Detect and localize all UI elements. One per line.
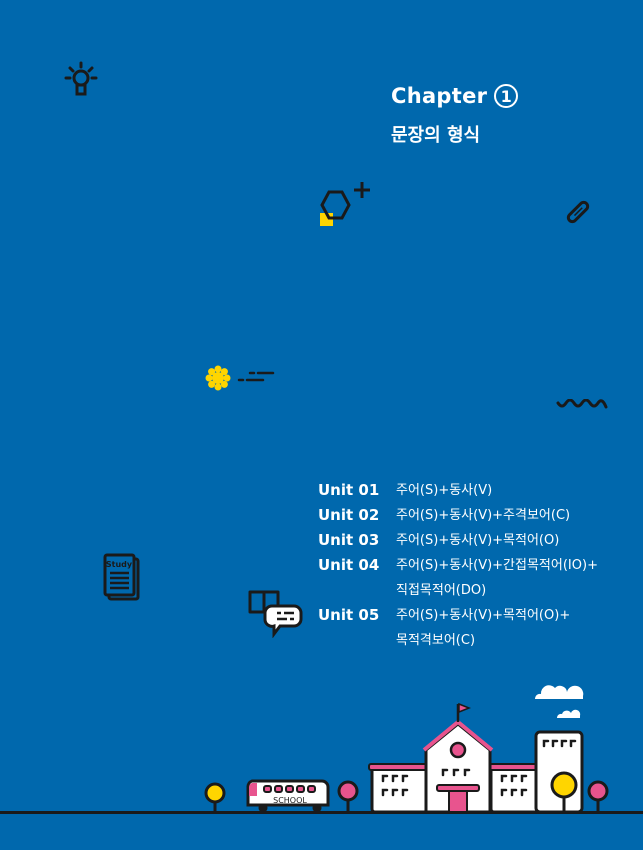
bus-text: SCHOOL [273,796,307,805]
chapter-title: 문장의 형식 [391,125,481,146]
study-document-icon: Study [103,553,140,601]
unit-desc: 주어(S)+동사(V)+목적어(O)+ [396,608,571,623]
unit-label: Unit 05 [318,606,380,624]
cloud-icon [534,685,584,718]
asterisk-dash-icon [205,365,275,391]
chapter-label: Chapter [391,84,488,108]
hexagon-plus-icon [320,182,370,226]
unit-desc: 주어(S)+동사(V) [396,483,493,498]
unit-list: Unit 01 주어(S)+동사(V) Unit 02 주어(S)+동사(V)+… [318,478,616,653]
unit-label: Unit 04 [318,556,380,574]
unit-item: Unit 03 주어(S)+동사(V)+목적어(O) [318,528,616,553]
book-chat-icon [248,590,303,638]
unit-desc: 직접목적어(DO) [396,583,487,598]
school-bus-icon: SCHOOL [246,779,330,813]
unit-label: Unit 03 [318,531,380,549]
pencil-icon [566,200,590,224]
chapter-number: 1 [494,84,519,108]
ground-line [0,811,643,814]
unit-item-continued: 목적격보어(C) [318,628,616,653]
unit-item-continued: 직접목적어(DO) [318,578,616,603]
unit-item: Unit 05 주어(S)+동사(V)+목적어(O)+ [318,603,616,628]
unit-desc: 주어(S)+동사(V)+주격보어(C) [396,508,571,523]
unit-label: Unit 02 [318,506,380,524]
unit-desc: 주어(S)+동사(V)+목적어(O) [396,533,560,548]
lightbulb-icon [64,61,98,96]
unit-desc: 목적격보어(C) [396,633,476,648]
unit-label: Unit 01 [318,481,380,499]
squiggle-icon [556,399,608,409]
unit-item: Unit 02 주어(S)+동사(V)+주격보어(C) [318,503,616,528]
unit-desc: 주어(S)+동사(V)+간접목적어(IO)+ [396,558,598,573]
chapter-heading: Chapter 1 [391,84,519,108]
unit-item: Unit 01 주어(S)+동사(V) [318,478,616,503]
unit-item: Unit 04 주어(S)+동사(V)+간접목적어(IO)+ [318,553,616,578]
school-scene-illustration: SCHOOL [204,702,609,814]
study-text: Study [106,560,133,569]
